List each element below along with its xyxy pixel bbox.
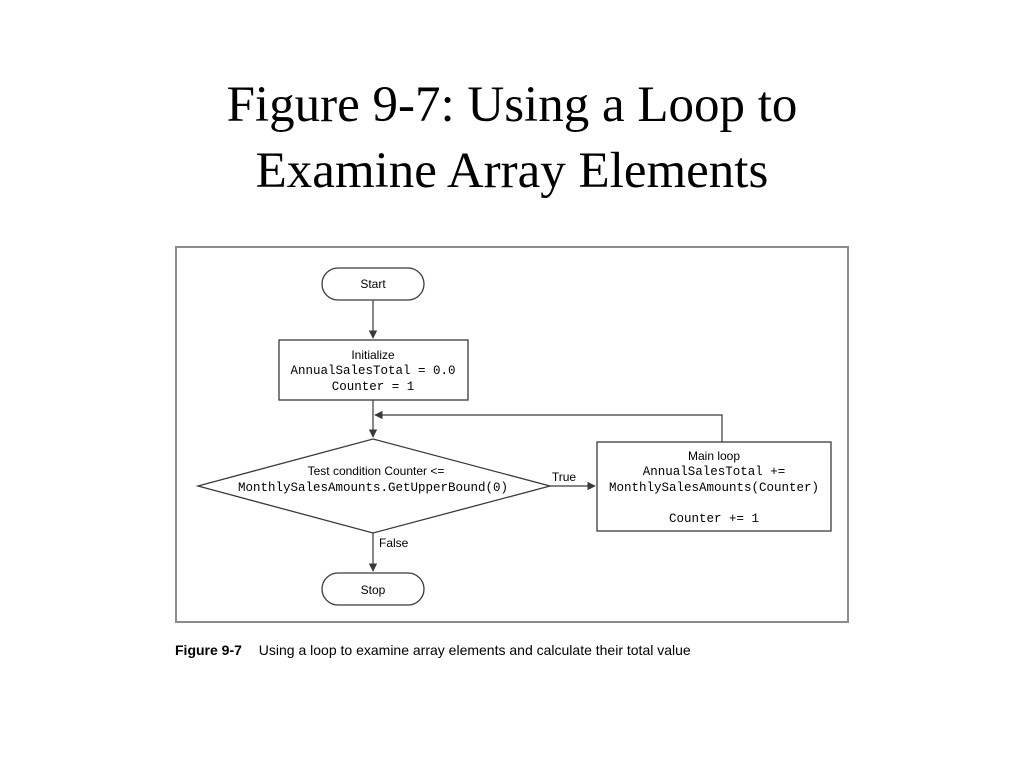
slide-title-line-1: Figure 9-7: Using a Loop to (226, 77, 798, 133)
edge-loop-back (374, 410, 723, 442)
figure-caption: Figure 9-7 Using a loop to examine array… (175, 642, 691, 658)
decision-node: Test condition Counter <= MonthlySalesAm… (195, 438, 553, 534)
caption-text: Using a loop to examine array elements a… (258, 642, 691, 658)
caption-label: Figure 9-7 (175, 642, 242, 658)
stop-node: Stop (321, 572, 425, 606)
start-label: Start (360, 277, 386, 291)
initialize-counter: Counter = 1 (332, 380, 415, 394)
main-loop-counter: Counter += 1 (669, 512, 759, 526)
flowchart-figure: Start Initialize AnnualSalesTotal = 0.0 … (175, 246, 849, 623)
main-loop-amounts: MonthlySalesAmounts(Counter) (609, 481, 819, 495)
true-label: True (552, 470, 577, 484)
slide-title-line-2: Examine Array Elements (255, 143, 769, 199)
slide-title: Figure 9-7: Using a Loop to Examine Arra… (0, 72, 1024, 204)
false-label: False (379, 536, 409, 550)
decision-label: Test condition Counter <= (308, 464, 445, 478)
main-loop-node: Main loop AnnualSalesTotal += MonthlySal… (596, 441, 832, 532)
stop-label: Stop (361, 583, 386, 597)
initialize-total: AnnualSalesTotal = 0.0 (290, 364, 455, 378)
decision-condition: MonthlySalesAmounts.GetUpperBound(0) (238, 481, 508, 495)
flowchart-canvas: Start Initialize AnnualSalesTotal = 0.0 … (195, 267, 832, 606)
initialize-label: Initialize (351, 348, 395, 362)
start-node: Start (321, 267, 425, 301)
main-loop-total: AnnualSalesTotal += (643, 465, 786, 479)
main-loop-label: Main loop (688, 449, 740, 463)
initialize-node: Initialize AnnualSalesTotal = 0.0 Counte… (278, 339, 469, 401)
